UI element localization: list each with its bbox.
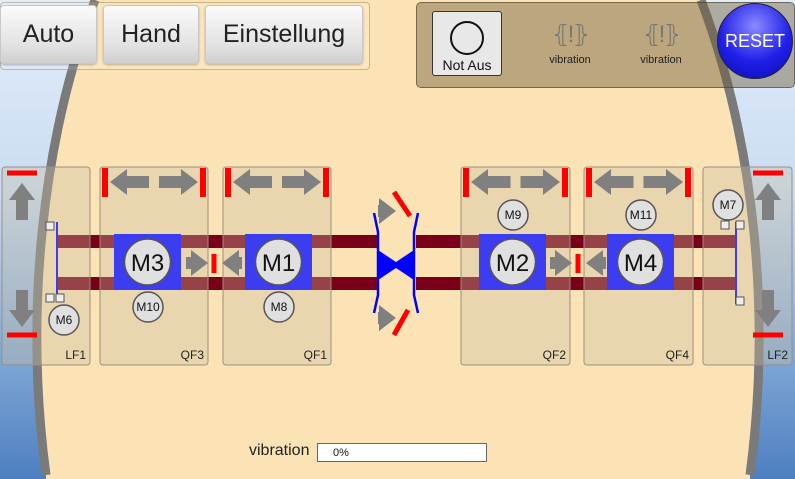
- motor-label: M6: [56, 313, 73, 327]
- motor-m6: [48, 304, 80, 336]
- turntable-clamp: [372, 190, 420, 337]
- vibration-indicator-1: ⦃!⦄ vibration: [535, 20, 605, 66]
- motor-m4: [616, 238, 665, 286]
- arrow-right-icon: [378, 305, 396, 331]
- arrow-right-icon: [186, 250, 208, 276]
- zone-label: QF2: [543, 348, 567, 362]
- sensor-icon: [55, 293, 65, 303]
- motor-m9: [497, 199, 529, 231]
- zone-label: QF4: [666, 348, 690, 362]
- hand-button[interactable]: Hand: [103, 5, 199, 64]
- zone-label: QF3: [181, 348, 205, 362]
- arrow-down-icon: [755, 290, 781, 327]
- motor-label: M10: [136, 300, 160, 314]
- arrow-up-icon: [9, 183, 35, 220]
- limit-marker: [391, 190, 413, 218]
- vibration-indicator-2: ⦃!⦄ vibration: [626, 20, 696, 66]
- arrow-right-icon: [550, 250, 572, 276]
- motor-label: M11: [630, 208, 653, 222]
- sensor-icon: [45, 221, 55, 231]
- arrow-left-icon: [586, 250, 606, 276]
- arrow-left-icon: [222, 250, 242, 276]
- motor-m7: [712, 189, 744, 221]
- sensor-icon: [720, 220, 730, 230]
- motor-label: M9: [505, 208, 522, 222]
- arrow-down-icon: [9, 290, 35, 327]
- motor-label: M3: [131, 250, 164, 277]
- arrow-right-icon: [159, 169, 198, 195]
- auto-button[interactable]: Auto: [0, 5, 97, 64]
- sensor-icon: [735, 220, 745, 230]
- arrow-left-icon: [594, 169, 634, 195]
- motor-label: M7: [720, 198, 737, 212]
- emergency-stop-icon: [450, 21, 484, 55]
- zone-label: LF2: [767, 348, 788, 362]
- motor-label: M4: [624, 250, 657, 277]
- motor-label: M8: [271, 300, 288, 314]
- reset-button[interactable]: RESET: [717, 3, 793, 79]
- limit-marker: [391, 308, 411, 337]
- motor-m10: [132, 291, 164, 323]
- motor-m1: [254, 238, 303, 286]
- vibration-value: 0%: [333, 447, 349, 459]
- motor-label: M2: [496, 250, 529, 277]
- arrow-left-icon: [110, 169, 149, 195]
- vibration-label: vibration: [249, 442, 310, 459]
- vibration-warning-icon: ⦃!⦄: [643, 21, 681, 48]
- zone-label: QF1: [304, 348, 328, 362]
- not-aus-label: Not Aus: [442, 57, 492, 73]
- arrow-right-icon: [378, 198, 396, 224]
- motor-m2: [488, 238, 537, 286]
- arrow-right-icon: [282, 169, 321, 195]
- motor-m3: [123, 238, 172, 286]
- vibration-warning-icon: ⦃!⦄: [552, 21, 590, 48]
- arrow-right-icon: [520, 169, 560, 195]
- vibration-label: vibration: [549, 54, 591, 66]
- arrow-left-icon: [471, 169, 511, 195]
- arrow-right-icon: [643, 169, 683, 195]
- arrow-up-icon: [755, 183, 781, 220]
- motor-label: M1: [262, 250, 295, 277]
- arrow-left-icon: [233, 169, 272, 195]
- not-aus-button[interactable]: Not Aus: [432, 11, 502, 76]
- zone-label: LF1: [65, 348, 86, 362]
- sensor-icon: [45, 293, 55, 303]
- sensor-icon: [735, 296, 745, 306]
- einstellung-button[interactable]: Einstellung: [205, 5, 363, 64]
- motor-m8: [263, 291, 295, 323]
- motor-m11: [625, 199, 657, 231]
- vibration-label: vibration: [640, 54, 682, 66]
- vibration-progress-bar: 0%: [317, 443, 487, 462]
